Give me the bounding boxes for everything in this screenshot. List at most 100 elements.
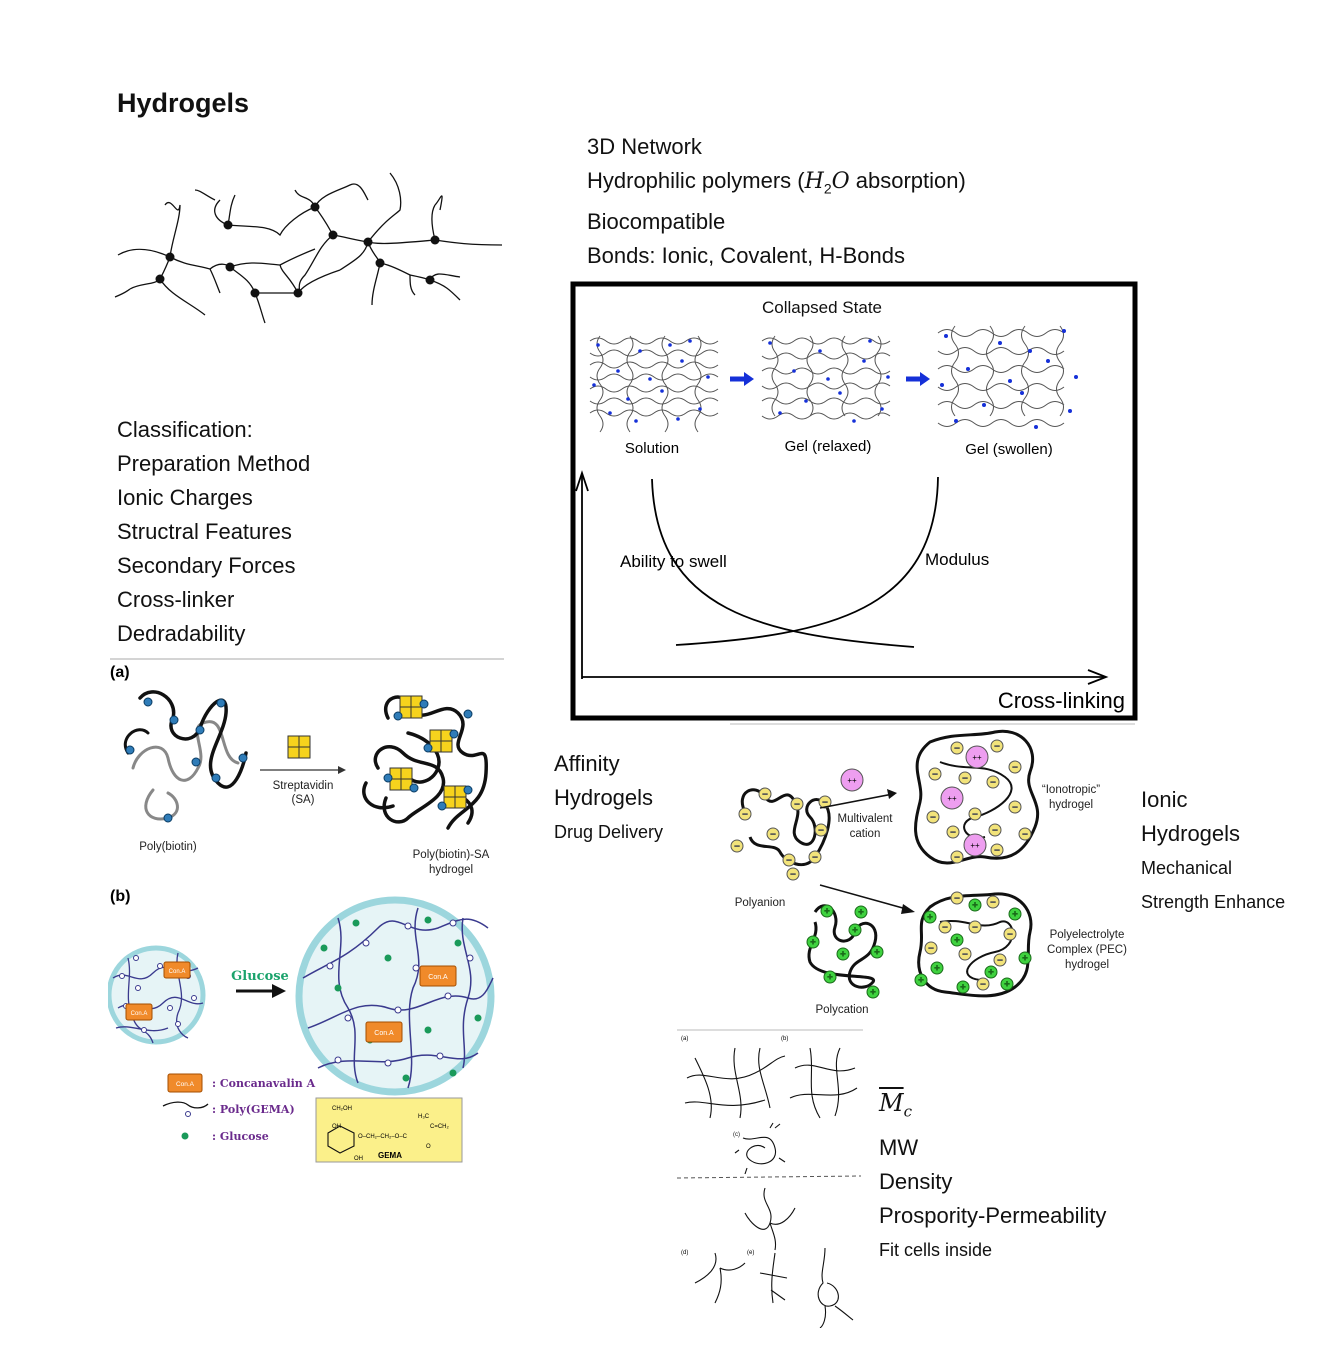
ionotropic-label-2: hydrogel: [1049, 799, 1093, 811]
negative-charge: −: [794, 799, 799, 809]
positive-charge: +: [810, 937, 815, 947]
panel-a-tag: (a): [110, 664, 130, 681]
polycation-image: ++++++++: [806, 904, 884, 999]
legend-poly-gema: : Poly(GEMA): [212, 1103, 295, 1116]
positive-charge: +: [827, 972, 832, 982]
gel-relaxed-network-image: [761, 335, 891, 423]
chem-chain: O–CH₂–CH₂–O–C: [358, 1134, 408, 1140]
affinity-hydrogels-text: Affinity Hydrogels Drug Delivery: [554, 747, 663, 849]
modulus-curve: [675, 476, 939, 646]
poly-biotin-image: [124, 690, 248, 821]
x-axis-label: Cross-linking: [998, 688, 1125, 713]
negative-charge: −: [994, 845, 999, 855]
negative-charge: −: [962, 773, 967, 783]
negative-charge: −: [818, 825, 823, 835]
glucose-arrow-label: Glucose: [231, 969, 289, 984]
mc-symbol: Mc: [879, 1089, 912, 1121]
legend-glucose: : Glucose: [212, 1130, 269, 1143]
collapsed-state-label: Collapsed State: [762, 298, 882, 317]
negative-charge: −: [790, 869, 795, 879]
classification-item: Cross-linker: [117, 587, 235, 612]
positive-charge: +: [1012, 909, 1017, 919]
property-hydrophilic: Hydrophilic polymers (H2O absorption): [587, 168, 966, 197]
multivalent-label-1: Multivalent: [838, 813, 894, 825]
chem-ch2: C=CH₂: [430, 1124, 450, 1130]
negative-charge: −: [742, 809, 747, 819]
positive-charge: +: [824, 906, 829, 916]
ionic-hydrogel-figure: −−−−−−−−−− Polyanion ++ Multivalent cati…: [730, 723, 1135, 1016]
pec-label-2: Complex (PEC): [1047, 944, 1127, 956]
negative-charge: −: [962, 949, 967, 959]
pec-label-3: hydrogel: [1065, 959, 1109, 971]
negative-charge: −: [990, 777, 995, 787]
swelling-vs-crosslinking-diagram: Collapsed State: [570, 281, 1138, 721]
affinity-line: Hydrogels: [554, 785, 654, 810]
poly-biotin-sa-hydrogel-label-1: Poly(biotin)-SA: [413, 849, 490, 861]
cona-label: Con.A: [131, 1011, 148, 1017]
chem-h3c: H₃C: [418, 1114, 430, 1120]
negative-charge: −: [928, 943, 933, 953]
stage-solution-label: Solution: [625, 440, 679, 457]
chem-oh: OH: [332, 1124, 341, 1130]
affinity-hydrogel-figure: (a) Poly(biotin) Streptavidin (SA): [108, 658, 504, 1163]
gema-structure: CH₂OH OH OH O–CH₂–CH₂–O–C H₃C C=CH₂ O GE…: [315, 1097, 463, 1163]
negative-charge: −: [980, 979, 985, 989]
property-bonds: Bonds: Ionic, Covalent, H-Bonds: [587, 243, 905, 269]
multivalent-label-2: cation: [850, 828, 881, 840]
negative-charge: −: [954, 893, 959, 903]
polycation-label: Polycation: [815, 1004, 868, 1016]
negative-charge: −: [822, 797, 827, 807]
cona-label: Con.A: [169, 969, 186, 975]
sa-label: (SA): [292, 794, 315, 806]
negative-charge: −: [942, 922, 947, 932]
negative-charge: −: [1022, 829, 1027, 839]
positive-charge: +: [1004, 979, 1009, 989]
negative-charge: −: [990, 897, 995, 907]
ionic-application: Strength Enhance: [1141, 892, 1286, 912]
poly-biotin-sa-hydrogel-label-2: hydrogel: [429, 864, 473, 876]
positive-charge: +: [960, 982, 965, 992]
solution-network-image: [588, 333, 719, 433]
classification-item: Dedradability: [117, 621, 246, 646]
ionic-application: Mechanical: [1141, 858, 1233, 878]
network-parameters-text: Mc MW Density Prospority-Permeability Fi…: [879, 1083, 1106, 1267]
cation-charge: ++: [970, 841, 980, 850]
network-parameter: Density: [879, 1169, 953, 1195]
negative-charge: −: [1012, 762, 1017, 772]
positive-charge: +: [874, 947, 879, 957]
chem-oh: OH: [354, 1156, 363, 1162]
ionic-line: Ionic: [1141, 787, 1188, 812]
classification-item: Preparation Method: [117, 451, 311, 476]
pec-hydrogel-image: −−−−−−−−− ++++++++++: [914, 891, 1033, 998]
multivalent-cation-icon: [840, 768, 864, 792]
polyanion-image: −−−−−−−−−−: [730, 787, 832, 881]
negative-charge: −: [1012, 802, 1017, 812]
negative-charge: −: [997, 955, 1002, 965]
streptavidin-label: Streptavidin: [273, 780, 334, 792]
modulus-label: Modulus: [925, 550, 989, 569]
panel-tag: (b): [781, 1036, 788, 1042]
positive-charge: +: [852, 925, 857, 935]
cation-charge: ++: [972, 753, 982, 762]
positive-charge: +: [1022, 953, 1027, 963]
properties-list: 3D Network Hydrophilic polymers (H2O abs…: [587, 130, 966, 273]
negative-charge: −: [930, 812, 935, 822]
poly-biotin-label: Poly(biotin): [139, 841, 197, 853]
affinity-application: Drug Delivery: [554, 822, 664, 842]
negative-charge: −: [734, 841, 739, 851]
legend-concanavalin: : Concanavalin A: [212, 1077, 316, 1090]
cation-charge: ++: [947, 794, 957, 803]
classification-list: Classification: Preparation Method Ionic…: [117, 413, 310, 651]
negative-charge: −: [950, 827, 955, 837]
positive-charge: +: [934, 963, 939, 973]
polyanion-label: Polyanion: [735, 897, 786, 909]
negative-charge: −: [954, 852, 959, 862]
ionic-hydrogels-text: Ionic Hydrogels Mechanical Strength Enha…: [1141, 783, 1285, 919]
gema-label: GEMA: [378, 1151, 402, 1160]
chem-o: O: [426, 1144, 431, 1150]
panel-tag: (c): [733, 1132, 740, 1138]
negative-charge: −: [994, 741, 999, 751]
negative-charge: −: [812, 852, 817, 862]
cation-charge: ++: [847, 776, 857, 785]
negative-charge: −: [762, 789, 767, 799]
